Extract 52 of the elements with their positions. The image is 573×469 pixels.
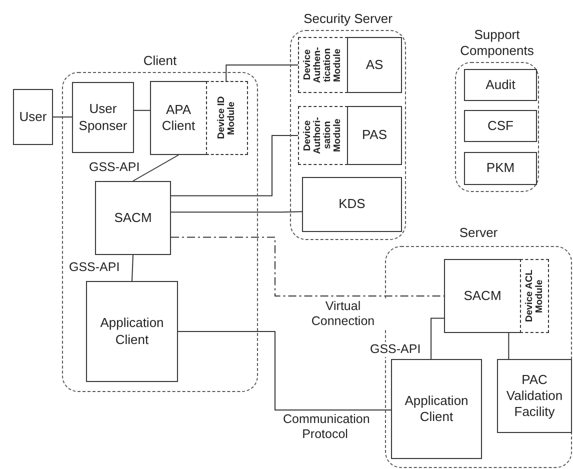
component-box (464, 110, 537, 142)
component-label: Application Client (99, 315, 165, 348)
component-box (497, 359, 572, 433)
connector-line (226, 64, 298, 82)
component-label: PAC Validation Facility (505, 372, 564, 420)
component-box (72, 82, 134, 153)
module-box (206, 81, 248, 155)
component-box (464, 69, 537, 101)
component-label: PKM (486, 160, 515, 177)
component-box (302, 177, 402, 232)
module-box (298, 106, 348, 165)
connector-line (132, 254, 134, 282)
component-box (86, 281, 178, 382)
group-title: Client (142, 53, 178, 70)
group-title: Server (458, 225, 499, 242)
connector-line (170, 135, 298, 196)
module-label: Device ID Module (217, 96, 237, 142)
connector-line (430, 318, 444, 360)
component-label: Audit (486, 76, 516, 94)
connector-line (508, 332, 510, 360)
module-box (298, 37, 348, 93)
component-box (150, 81, 207, 155)
connector-line (178, 331, 392, 410)
component-label: AS (366, 56, 384, 74)
group-title: Security Server (302, 11, 394, 28)
connector-line (134, 110, 150, 111)
component-label: PAS (362, 127, 388, 144)
component-label: CSF (488, 118, 514, 134)
component-label: APA Client (160, 102, 196, 134)
connector-line (52, 116, 72, 118)
component-box (464, 152, 537, 185)
component-box (347, 106, 402, 165)
component-label: KDS (338, 196, 366, 213)
component-box (391, 359, 482, 459)
component-label: User Sponser (78, 101, 128, 134)
connector-line (170, 211, 302, 213)
component-box (95, 181, 171, 255)
component-box (444, 259, 521, 333)
module-box (520, 259, 549, 333)
component-label: SACM (114, 210, 152, 226)
module-label: Device Authen- tication Module (303, 46, 343, 85)
connector-line (170, 236, 444, 296)
connector-line (132, 154, 179, 182)
component-box (347, 37, 402, 93)
module-label: Device ACL Module (524, 268, 544, 324)
module-label: Device Authori- sation Module (303, 116, 343, 156)
component-label: SACM (464, 288, 502, 304)
group-title: Support Components (459, 27, 535, 60)
edge-label: GSS-API (369, 342, 422, 357)
component-label: User (19, 108, 47, 126)
component-label: Application Client (404, 392, 470, 426)
component-box (13, 89, 53, 145)
